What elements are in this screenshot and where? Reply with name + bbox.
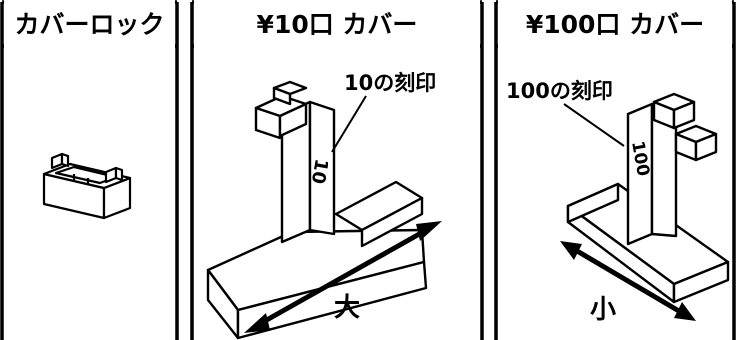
size-label: 小	[590, 295, 616, 325]
size-arrow	[244, 221, 442, 333]
panel-cover-lock: カバーロック	[4, 0, 175, 340]
size-arrow	[560, 241, 696, 321]
cover-lock-illustration	[42, 152, 132, 220]
panel-title: ¥100口 カバー	[525, 9, 705, 39]
cover-100-illustration: 100 100の刻印 小	[506, 79, 730, 325]
panel-100yen-cover: ¥100口 カバー 100 100の刻印	[498, 0, 732, 340]
stamp-label: 10の刻印	[344, 71, 436, 95]
engraving-text: 10	[307, 157, 332, 185]
panel-title: カバーロック	[14, 9, 165, 39]
cover-10-illustration: 10 10の刻印 大	[206, 71, 442, 340]
size-label: 大	[334, 293, 360, 323]
stamp-label: 100の刻印	[506, 79, 613, 103]
panel-10yen-cover: ¥10口 カバー 10 10の刻印	[194, 0, 480, 340]
panel-title: ¥10口 カバー	[256, 9, 418, 39]
